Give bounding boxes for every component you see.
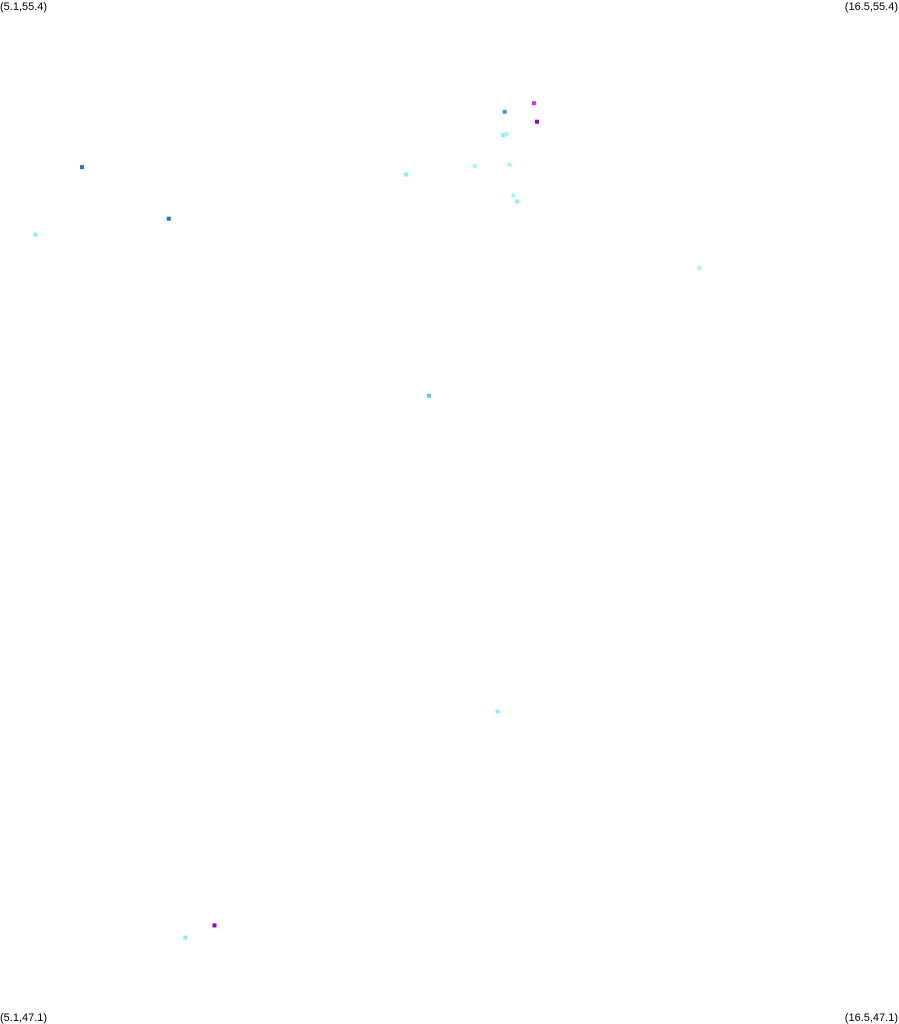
map-point-6 bbox=[507, 162, 512, 167]
map-point-13 bbox=[33, 232, 38, 237]
map-point-8 bbox=[404, 172, 409, 177]
corner-label-top-right: (16.5,55.4) bbox=[844, 1, 898, 13]
map-point-4 bbox=[501, 133, 506, 138]
map-point-1 bbox=[531, 101, 536, 106]
map-point-3 bbox=[502, 109, 507, 114]
map-point-2 bbox=[535, 119, 539, 124]
map-point-16 bbox=[495, 709, 500, 714]
corner-label-top-left: (5.1,55.4) bbox=[0, 1, 48, 13]
map-point-11 bbox=[80, 165, 84, 170]
map-point-18 bbox=[183, 935, 188, 940]
map-point-15 bbox=[427, 393, 431, 398]
map-point-5 bbox=[504, 132, 509, 136]
map-point-10 bbox=[515, 199, 520, 204]
map-point-14 bbox=[697, 265, 702, 270]
map-point-7 bbox=[472, 163, 477, 168]
map-point-17 bbox=[212, 923, 217, 928]
map-point-9 bbox=[511, 193, 516, 198]
map-point-12 bbox=[166, 216, 171, 221]
